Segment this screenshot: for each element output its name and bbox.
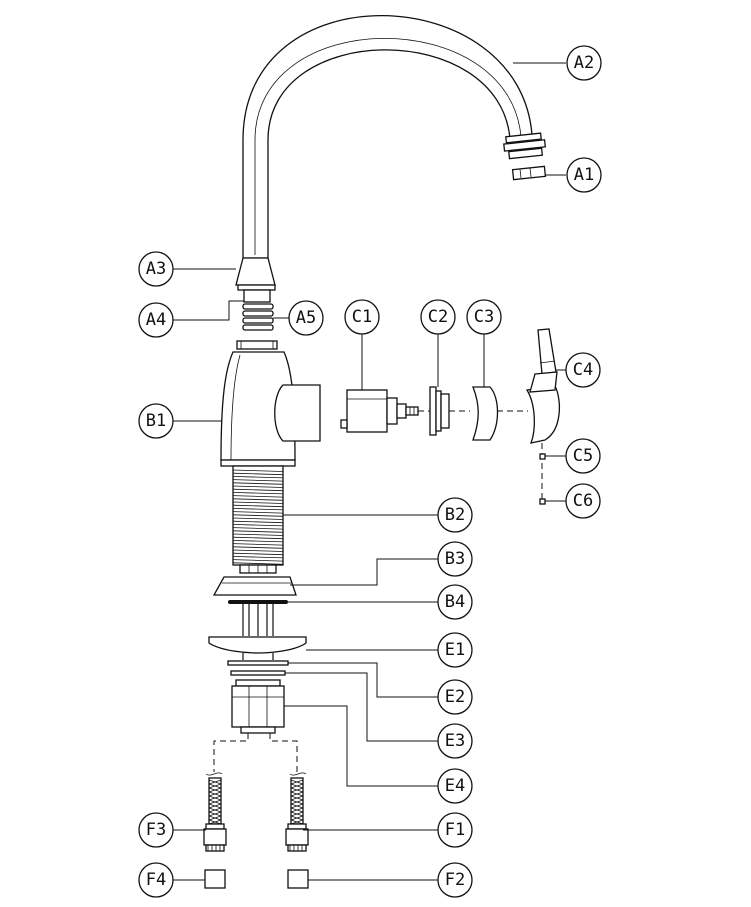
callout-F1: F1 [437,812,473,848]
callout-A4: A4 [138,302,174,338]
callout-label: B4 [445,592,465,612]
callout-A5: A5 [288,300,324,336]
callout-C1: C1 [344,299,380,335]
callout-A3: A3 [138,251,174,287]
flex-hose-left [205,772,223,825]
callout-E2: E2 [437,679,473,715]
callout-label: C4 [573,360,593,380]
callout-label: A1 [574,165,594,185]
mounting-plate [208,636,307,660]
callout-label: F3 [146,820,166,840]
faucet-body [220,340,321,467]
callout-label: F1 [445,820,465,840]
mounting-nut [231,679,285,734]
hose-routing [213,733,298,772]
callout-B3: B3 [437,541,473,577]
callout-A1: A1 [566,157,602,193]
callout-C5: C5 [565,438,601,474]
callout-label: F4 [146,870,166,890]
washer-e3 [230,670,286,676]
spout-nozzle [503,132,547,160]
bonnet-nut [429,386,450,436]
index-cap [539,498,546,505]
leader-lines [173,62,566,881]
callout-label: C5 [573,446,593,466]
o-ring-stack [242,303,274,331]
base-gasket [228,600,288,604]
callout-label: C2 [428,307,448,327]
callout-C4: C4 [565,352,601,388]
callout-B4: B4 [437,584,473,620]
callout-E4: E4 [437,768,473,804]
callout-label: C6 [573,491,593,511]
flex-hose-right [289,772,307,825]
supply-rods [242,604,274,636]
callout-label: E4 [445,776,465,796]
callout-A2: A2 [566,45,602,81]
washer-e2 [227,660,289,666]
callout-label: B1 [146,411,166,431]
set-screw [539,453,546,460]
callout-F3: F3 [138,812,174,848]
hose-connector-left [203,823,227,852]
callout-C2: C2 [420,299,456,335]
cartridge [340,389,419,433]
callout-label: A3 [146,259,166,279]
callout-label: B2 [445,505,465,525]
callout-label: A5 [296,308,316,328]
threaded-shank [232,465,284,566]
callout-B1: B1 [138,403,174,439]
aerator [511,165,547,181]
callout-label: A4 [146,310,166,330]
callout-label: B3 [445,549,465,569]
callout-E1: E1 [437,632,473,668]
hose-cap-right [287,869,309,889]
callout-label: E3 [445,731,465,751]
cartridge-cover [472,386,499,441]
hose-connector-right [285,823,309,852]
callout-label: E2 [445,687,465,707]
spout [242,15,533,259]
base-bush [212,564,297,596]
hose-cap-left [204,869,226,889]
callout-label: C3 [474,307,494,327]
callout-F2: F2 [437,862,473,898]
callout-E3: E3 [437,723,473,759]
callout-label: C1 [352,307,372,327]
spout-collar [235,257,276,303]
callout-C6: C6 [565,483,601,519]
callout-C3: C3 [466,299,502,335]
callout-label: F2 [445,870,465,890]
callout-label: A2 [574,53,594,73]
lever-handle [525,328,560,444]
callout-F4: F4 [138,862,174,898]
callout-label: E1 [445,640,465,660]
callout-B2: B2 [437,497,473,533]
